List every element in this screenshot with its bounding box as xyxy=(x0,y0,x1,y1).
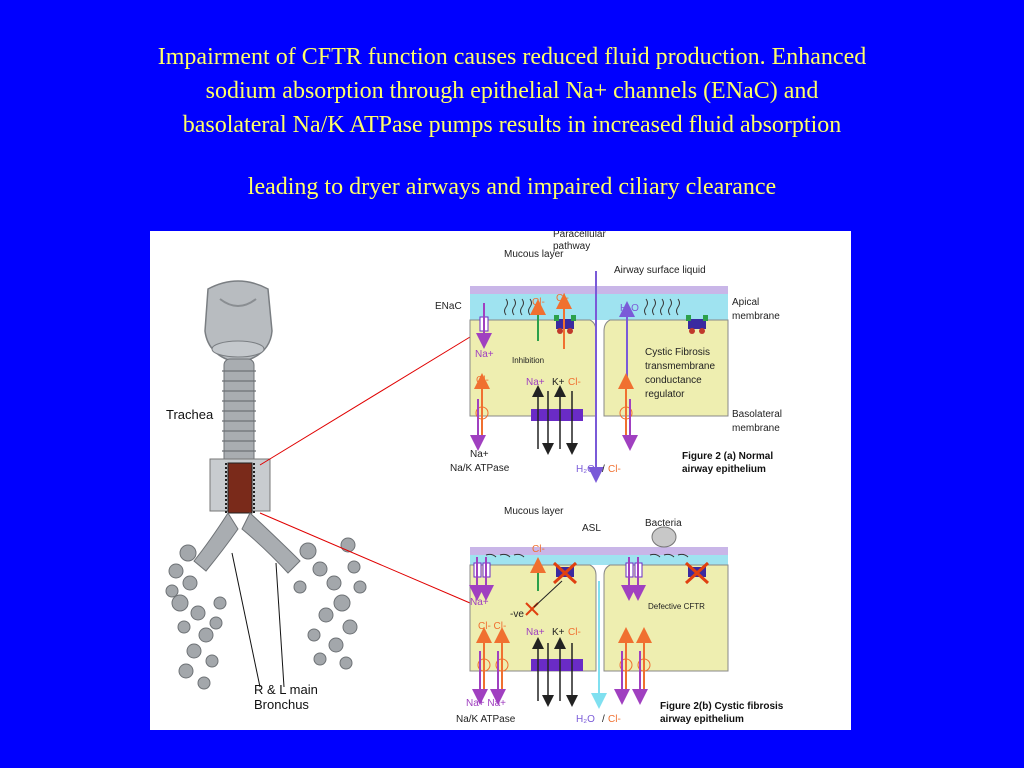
cell-right-a xyxy=(603,319,729,417)
panel-normal: Mucous layer Paracellular pathway Airway… xyxy=(435,229,782,483)
label-slash-b: / xyxy=(602,714,605,725)
title-line-3: basolateral Na/K ATPase pumps results in… xyxy=(182,112,842,138)
label-asl-a: Airway surface liquid xyxy=(614,265,706,276)
label-apical-1: Apical xyxy=(732,297,759,308)
label-na-k-atpase-b: Na/K ATPase xyxy=(456,714,516,725)
label-cftr-2: transmembrane xyxy=(645,361,715,372)
label-pump-cl-a: Cl- xyxy=(568,377,581,388)
label-cl-1: Cl- xyxy=(532,297,545,308)
bronchus-label-2: Bronchus xyxy=(254,697,309,712)
label-cl-bottom-a: Cl- xyxy=(608,464,621,475)
label-cftr-4: regulator xyxy=(645,389,685,400)
defective-cftr-b2 xyxy=(684,561,710,585)
leader-line-top xyxy=(259,336,471,466)
label-cftr-1: Cystic Fibrosis xyxy=(645,347,710,358)
asl-layer-a xyxy=(470,294,728,320)
label-pump-na-a: Na+ xyxy=(526,377,545,388)
mucous-layer-a xyxy=(470,286,728,294)
airway-figure-svg: Trachea R & L main Bronchus xyxy=(165,229,784,725)
label-bacteria: Bacteria xyxy=(645,518,682,529)
title-line-1: Impairment of CFTR function causes reduc… xyxy=(157,44,867,70)
asl-layer-b xyxy=(470,555,728,565)
label-pump-cl-b: Cl- xyxy=(568,627,581,638)
defective-cftr-b1 xyxy=(552,561,578,585)
trachea-label: Trachea xyxy=(166,407,214,422)
panel-cf: Mucous layer ASL Bacteria Cl- Na+ -ve De… xyxy=(456,506,784,725)
title-line-2: sodium absorption through epithelial Na+… xyxy=(205,78,819,104)
label-pump-na-b: Na+ xyxy=(526,627,545,638)
label-paracellular-1: Paracellular xyxy=(553,231,606,240)
label-inhibition: Inhibition xyxy=(512,356,544,365)
slide-subtitle: leading to dryer airways and impaired ci… xyxy=(247,174,777,200)
label-cl-top-b: Cl- xyxy=(532,544,545,555)
label-mucous-b: Mucous layer xyxy=(504,506,564,517)
cell-left-a xyxy=(469,319,597,417)
cftr-channel-a2 xyxy=(686,315,708,334)
label-cl-2: Cl- xyxy=(556,293,569,304)
label-na-bottom-b: Na+ Na+ xyxy=(466,698,506,709)
label-na-k-atpase-a: Na/K ATPase xyxy=(450,463,510,474)
caption-normal-1: Figure 2 (a) Normal xyxy=(682,451,773,462)
cilia-b xyxy=(485,553,689,558)
label-cftr-3: conductance xyxy=(645,375,702,386)
label-na-bottom-a: Na+ xyxy=(470,449,489,460)
leader-line-bottom xyxy=(259,512,471,604)
label-cl-left-b: Cl- Cl- xyxy=(478,621,506,632)
cell-left-b xyxy=(469,564,597,672)
label-h2o-bottom-b: H₂O xyxy=(576,714,595,725)
caption-cf-1: Figure 2(b) Cystic fibrosis xyxy=(660,701,784,712)
label-h2o-bottom-a: H₂O xyxy=(576,464,595,475)
na-k-pump-b xyxy=(531,659,583,671)
label-cl-bottom-b: Cl- xyxy=(608,714,621,725)
slide-title: Impairment of CFTR function causes reduc… xyxy=(40,40,984,142)
label-apical-2: membrane xyxy=(732,311,780,322)
label-pump-k-a: K+ xyxy=(552,377,565,388)
caption-cf-2: airway epithelium xyxy=(660,714,744,725)
label-mucous-a: Mucous layer xyxy=(504,249,564,260)
label-asl-b: ASL xyxy=(582,523,601,534)
mucous-layer-b xyxy=(470,547,728,555)
bacteria-blob xyxy=(651,526,677,548)
label-defective-cftr: Defective CFTR xyxy=(648,602,705,611)
cilia-a xyxy=(504,298,680,316)
label-minus-ve: -ve xyxy=(510,609,524,620)
caption-normal-2: airway epithelium xyxy=(682,464,766,475)
label-slash-a: / xyxy=(602,464,605,475)
label-h2o-top: H₂O xyxy=(620,303,639,314)
label-enac: ENaC xyxy=(435,301,462,312)
label-na-b: Na+ xyxy=(470,597,489,608)
label-pump-k-b: K+ xyxy=(552,627,565,638)
bronchus-label-1: R & L main xyxy=(254,682,318,697)
label-cl-left-a: Cl- xyxy=(476,375,489,386)
airway-figure: Trachea R & L main Bronchus xyxy=(150,229,851,730)
trachea-illustration: Trachea R & L main Bronchus xyxy=(165,280,367,712)
label-baso-2: membrane xyxy=(732,423,780,434)
label-baso-1: Basolateral xyxy=(732,409,782,420)
label-paracellular-2: pathway xyxy=(553,241,590,252)
na-k-pump-a xyxy=(531,409,583,421)
label-na-a: Na+ xyxy=(475,349,494,360)
